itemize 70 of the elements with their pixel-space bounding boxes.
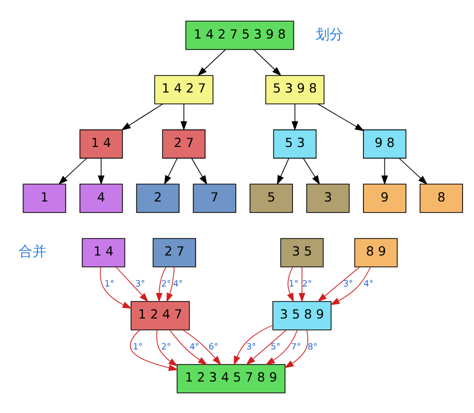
node-box: 1 4 [82, 238, 126, 267]
arrow [254, 48, 282, 76]
node-box: 5 3 [273, 128, 317, 158]
arrow [398, 157, 428, 184]
node-box: 3 [306, 183, 350, 212]
node-box: 5 3 9 8 [265, 74, 324, 104]
edge-label: 2° [161, 278, 172, 289]
arrow [191, 157, 208, 184]
edge-label: 4° [190, 342, 200, 352]
node-box: 3 5 [280, 238, 324, 267]
node-box: 2 [136, 183, 180, 212]
node-box: 1 2 4 7 [130, 300, 190, 330]
edge-label: 1° [132, 342, 143, 352]
arrow [317, 266, 360, 302]
arrow [287, 266, 294, 302]
arrow [180, 103, 188, 130]
edge-label: 4° [173, 278, 183, 289]
arrow [298, 266, 306, 302]
label: 合并 [18, 244, 47, 260]
node-box: 9 8 [363, 128, 406, 158]
arrow [265, 328, 298, 365]
node-box: 2 7 [162, 128, 206, 158]
arrow [130, 329, 178, 371]
node-box: 5 [250, 183, 293, 212]
edge-label: 8° [308, 342, 318, 352]
arrow [317, 103, 364, 131]
edge-label: 2° [302, 278, 312, 289]
arrow [330, 266, 371, 305]
node-box: 9 [363, 183, 406, 212]
node-box: 3 5 8 9 [272, 300, 332, 330]
arrow [100, 266, 132, 308]
edge-label: 3° [343, 278, 353, 289]
arrow [284, 329, 308, 368]
edge-label: 1° [104, 278, 114, 289]
node-box: 1 4 2 7 5 3 9 8 [185, 20, 294, 50]
arrow [276, 157, 290, 184]
edge-label: 5° [270, 342, 281, 352]
edge-label: 7° [291, 342, 301, 352]
arrow [381, 157, 388, 185]
node-box: 8 9 [354, 238, 398, 267]
arrow [303, 157, 320, 184]
arrow [116, 266, 148, 302]
edge-label: 4° [364, 278, 374, 289]
edge-label: 6° [208, 342, 218, 352]
label: 划分 [316, 26, 344, 42]
edge-label: 1° [288, 278, 299, 289]
arrow [246, 329, 287, 365]
node-box: 2 7 [152, 238, 196, 267]
node-box: 1 4 2 7 [154, 74, 214, 104]
edge-label: 3° [135, 278, 146, 289]
arrow [98, 157, 104, 185]
arrow [164, 157, 178, 184]
arrow [234, 324, 274, 366]
edge-label: 3° [246, 342, 256, 352]
node-box: 4 [80, 183, 123, 212]
arrow [292, 103, 298, 130]
arrow [166, 266, 175, 302]
arrow [58, 157, 87, 184]
arrow [121, 103, 164, 130]
node-box: 7 [192, 183, 236, 212]
node-box: 1 [22, 183, 66, 212]
node-box: 1 4 [80, 128, 123, 158]
node-box: 1 2 3 4 5 7 8 9 [176, 364, 286, 393]
arrow [156, 266, 166, 302]
arrow [182, 329, 222, 365]
node-box: 8 [420, 183, 464, 212]
arrow [156, 329, 178, 366]
edge-label: 2° [161, 342, 172, 352]
arrow [198, 48, 226, 76]
arrow [169, 329, 208, 365]
